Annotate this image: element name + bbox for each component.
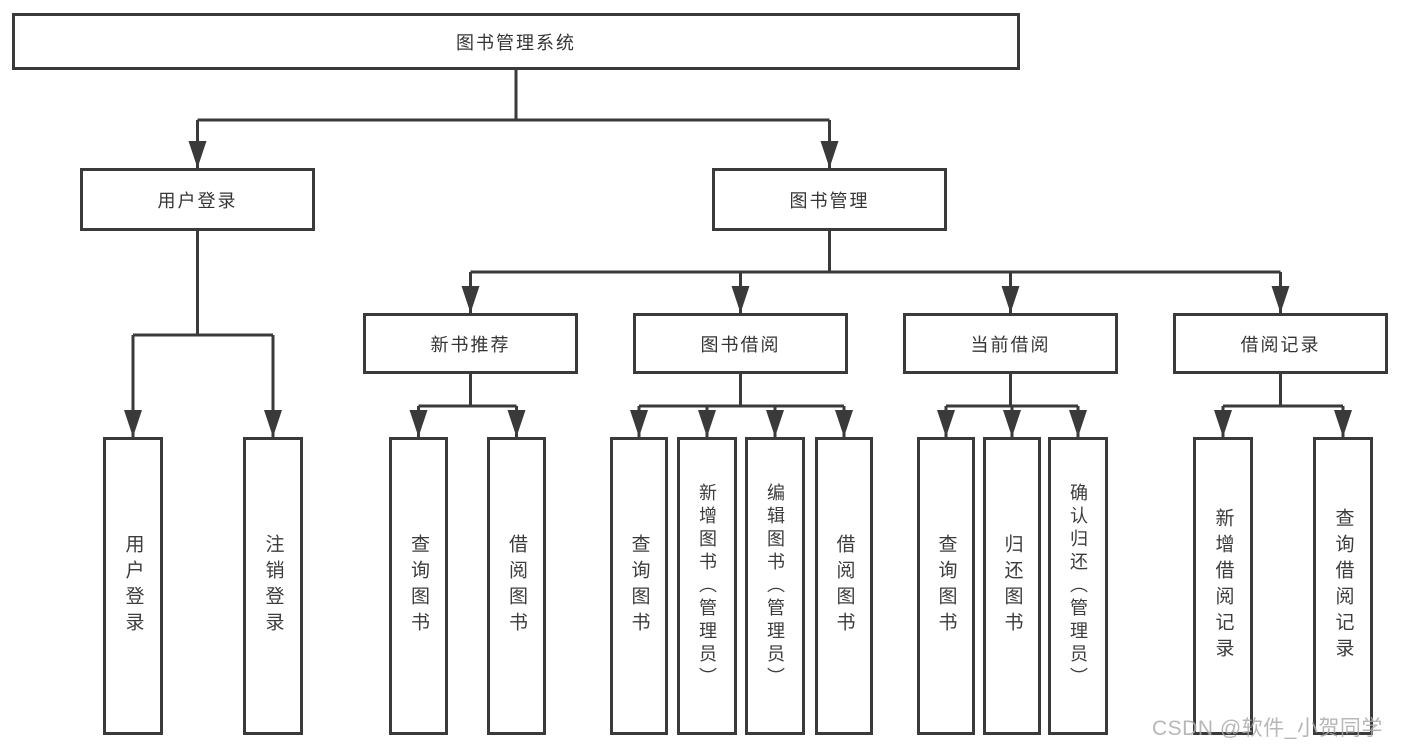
arrowhead-icon — [1214, 410, 1232, 437]
arrowhead-icon — [1001, 286, 1020, 313]
arrowhead-icon — [1271, 286, 1290, 313]
leaf-query-books-current: 查询图书 — [917, 437, 975, 735]
edge-recommend-to-leaves — [417, 374, 518, 437]
watermark: CSDN @软件_小贺同学 — [1152, 717, 1383, 740]
node-borrow-records: 借阅记录 — [1173, 313, 1388, 374]
edge-management-to-level3 — [469, 231, 1282, 313]
leaf-borrow-books-borrow: 借阅图书 — [815, 437, 873, 735]
leaf-query-books-recommend: 查询图书 — [389, 437, 448, 735]
arrowhead-icon — [124, 410, 142, 437]
edge-records-to-leaves — [1221, 374, 1345, 437]
node-book-management: 图书管理 — [712, 168, 947, 231]
node-user-login: 用户登录 — [80, 168, 315, 231]
leaf-edit-book-admin: 编辑图书（管理员） — [745, 437, 805, 735]
leaf-return-books: 归还图书 — [983, 437, 1041, 735]
arrowhead-icon — [835, 410, 853, 437]
leaf-add-borrow-record: 新增借阅记录 — [1193, 437, 1253, 735]
edge-borrow-to-leaves — [637, 374, 846, 437]
edge-login-to-leaves — [131, 231, 275, 437]
arrowhead-icon — [1069, 410, 1087, 437]
arrowhead-icon — [1334, 410, 1352, 437]
edge-root-to-level2 — [196, 70, 831, 168]
node-root: 图书管理系统 — [12, 13, 1020, 70]
leaf-borrow-books-recommend: 借阅图书 — [487, 437, 546, 735]
arrowhead-icon — [409, 410, 428, 437]
arrowhead-icon — [264, 410, 282, 437]
arrowhead-icon — [1003, 410, 1021, 437]
node-current-borrow: 当前借阅 — [903, 313, 1118, 374]
arrowhead-icon — [630, 410, 648, 437]
arrowhead-icon — [731, 286, 750, 313]
leaf-confirm-return-admin: 确认归还（管理员） — [1048, 437, 1108, 735]
arrowhead-icon — [937, 410, 955, 437]
leaf-query-books-borrow: 查询图书 — [610, 437, 668, 735]
leaf-user-login: 用户登录 — [103, 437, 163, 735]
node-book-borrow: 图书借阅 — [633, 313, 848, 374]
leaf-query-borrow-record: 查询借阅记录 — [1313, 437, 1373, 735]
arrowhead-icon — [461, 286, 480, 313]
arrowhead-icon — [188, 141, 207, 168]
leaf-logout: 注销登录 — [243, 437, 303, 735]
arrowhead-icon — [820, 141, 839, 168]
leaf-add-book-admin: 新增图书（管理员） — [677, 437, 737, 735]
arrowhead-icon — [507, 410, 526, 437]
arrowhead-icon — [766, 410, 784, 437]
arrowhead-icon — [698, 410, 716, 437]
node-new-book-recommend: 新书推荐 — [363, 313, 578, 374]
